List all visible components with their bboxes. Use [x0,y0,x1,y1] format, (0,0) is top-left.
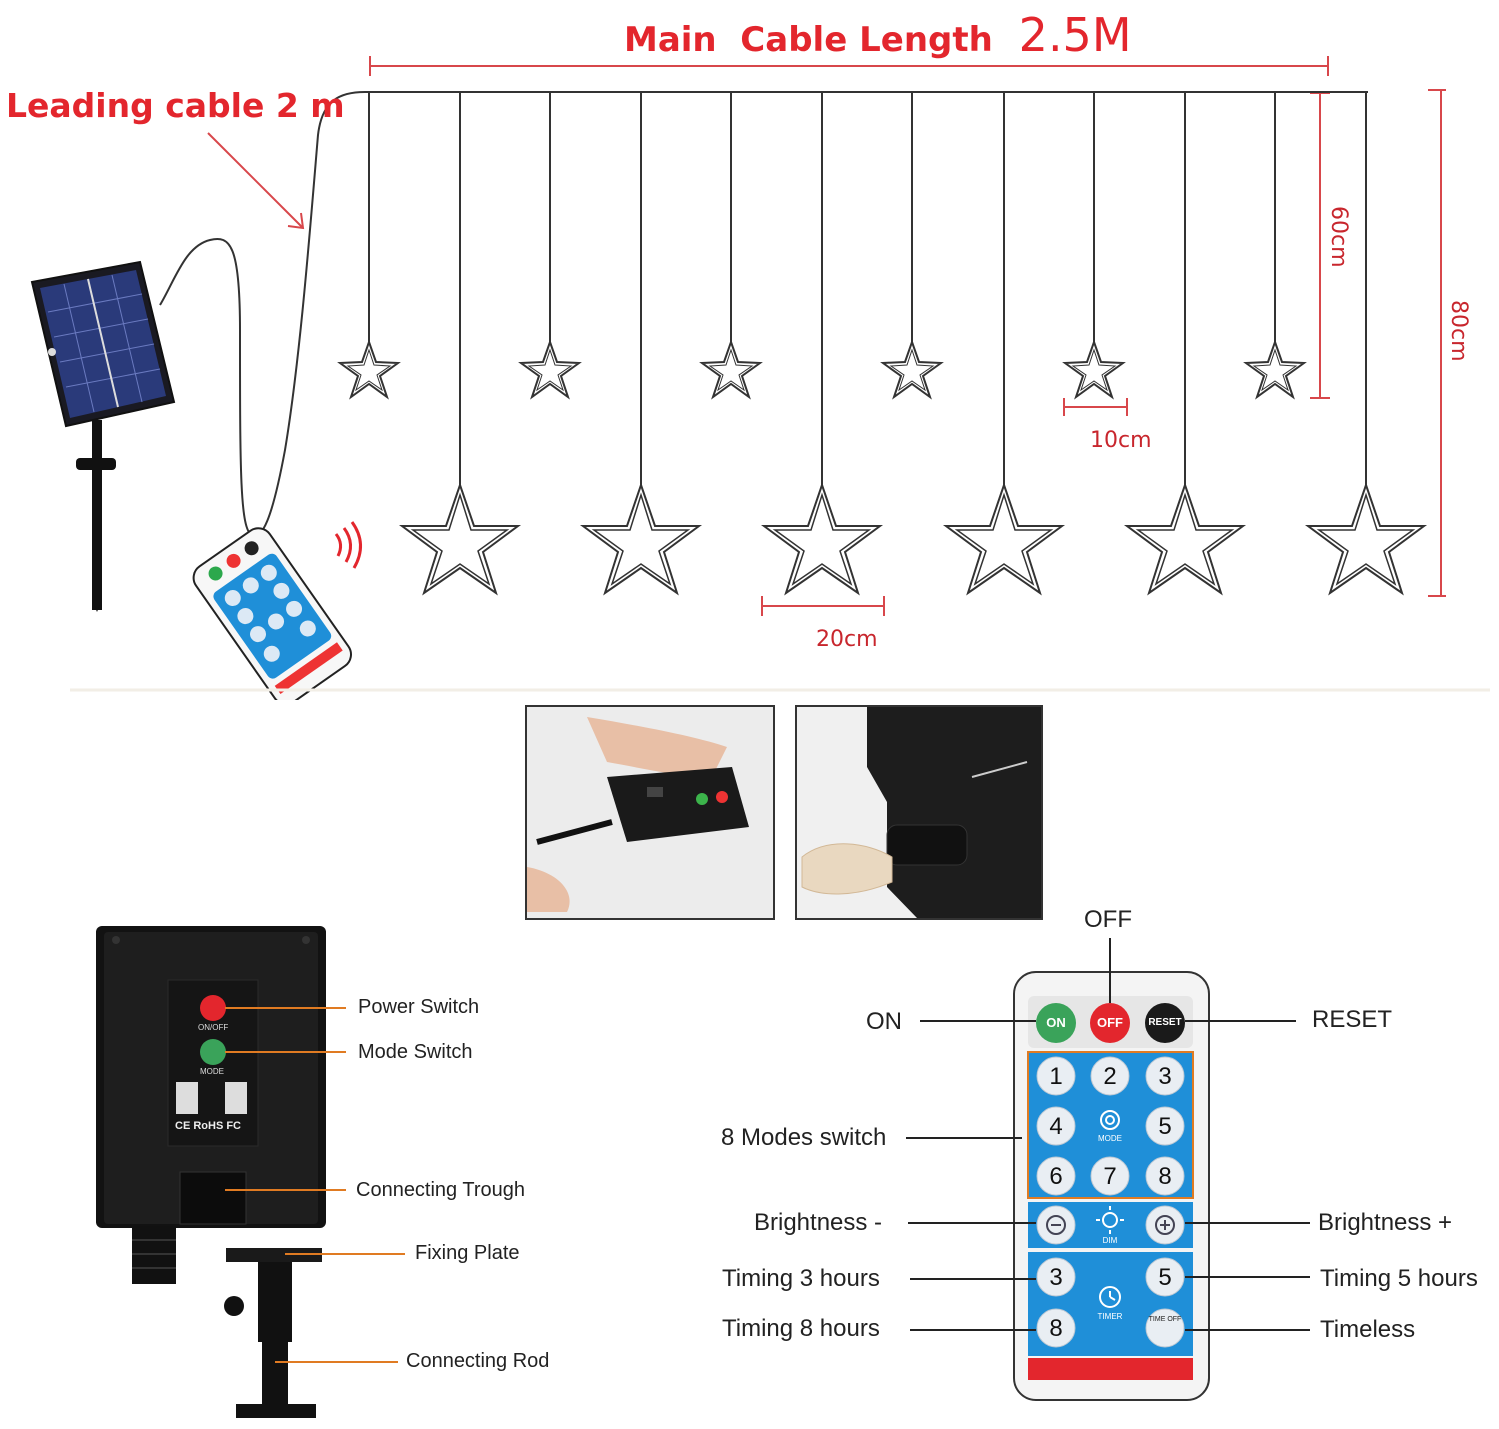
remote-dim-center: DIM [1102,1236,1118,1245]
small-star-icon [1062,338,1126,400]
label-timeless: Timeless [1320,1316,1416,1343]
label-off: OFF [1084,906,1132,933]
cert-marks: CE RoHS FC [175,1120,241,1132]
timer-clock-icon [1099,1286,1121,1308]
signal-icon [334,521,362,569]
large-star-icon [579,481,703,596]
small-star-icon [518,338,582,400]
small-star-icon [880,338,944,400]
label-fixing-plate: Fixing Plate [415,1242,520,1264]
label-on: ON [866,1008,902,1035]
onoff-small-label: ON/OFF [198,1023,229,1032]
remote-mode-center[interactable]: MODE [1098,1134,1122,1143]
mode-gear-icon [1100,1110,1120,1130]
controller-box-icon [96,926,326,1418]
solar-panel-icon [30,260,176,612]
main-cable-title: Main Cable Length 2.5M [624,8,1132,62]
remote-reset-button[interactable]: RESET [1148,1017,1182,1028]
dim-20cm: 20cm [816,627,878,652]
label-power-switch: Power Switch [358,996,480,1018]
remote-time-off-button[interactable]: TIME OFF [1148,1316,1182,1323]
remote-thumbnail-icon [192,527,352,700]
remote-key-6[interactable]: 6 [1049,1163,1063,1190]
dim-sun-icon [1096,1206,1124,1234]
label-timing-5: Timing 5 hours [1320,1265,1478,1292]
remote-timer-8[interactable]: 8 [1049,1315,1063,1342]
dim-10cm: 10cm [1090,428,1152,453]
label-brightness-plus: Brightness + [1318,1209,1453,1236]
remote-on-button[interactable]: ON [1046,1015,1066,1030]
label-timing-8: Timing 8 hours [722,1315,880,1342]
remote-key-1[interactable]: 1 [1049,1063,1063,1090]
dim-60cm: 60cm [1326,206,1351,268]
remote-key-8[interactable]: 8 [1158,1163,1172,1190]
label-timing-3: Timing 3 hours [722,1265,880,1292]
leading-cable-label: Leading cable 2 m [6,86,345,125]
main-cable-prefix: Main Cable Length [624,20,993,60]
photo-controller-install [525,705,775,920]
remote-timer-5[interactable]: 5 [1158,1264,1172,1291]
small-stars [337,338,1307,400]
label-mode-switch: Mode Switch [358,1041,473,1063]
brightness-minus-icon [1046,1215,1066,1235]
brightness-plus-icon [1155,1215,1175,1235]
remote-timer-center[interactable]: TIMER [1097,1312,1123,1321]
large-stars [398,481,1428,596]
small-star-icon [337,338,401,400]
label-brightness-minus: Brightness - [754,1209,883,1236]
remote-off-button[interactable]: OFF [1097,1015,1123,1030]
main-cable-value: 2.5M [1018,8,1132,62]
label-connecting-rod: Connecting Rod [406,1350,550,1372]
remote-key-7[interactable]: 7 [1103,1163,1117,1190]
large-star-icon [1304,481,1428,596]
dim-80cm: 80cm [1446,300,1471,362]
photo-controller-connector [795,705,1043,920]
large-star-icon [398,481,522,596]
mode-small-label: MODE [200,1067,224,1076]
label-connecting-trough: Connecting Trough [356,1179,526,1201]
large-star-icon [942,481,1066,596]
remote-key-4[interactable]: 4 [1049,1113,1063,1140]
remote-key-3[interactable]: 3 [1158,1063,1172,1090]
label-reset: RESET [1312,1006,1393,1033]
small-star-icon [699,338,763,400]
remote-key-2[interactable]: 2 [1103,1063,1117,1090]
large-star-icon [760,481,884,596]
small-star-icon [1243,338,1307,400]
remote-timer-3[interactable]: 3 [1049,1264,1063,1291]
label-8-modes: 8 Modes switch [721,1124,887,1151]
remote-key-5[interactable]: 5 [1158,1113,1172,1140]
large-star-icon [1123,481,1247,596]
curtain-diagram [30,56,1490,700]
